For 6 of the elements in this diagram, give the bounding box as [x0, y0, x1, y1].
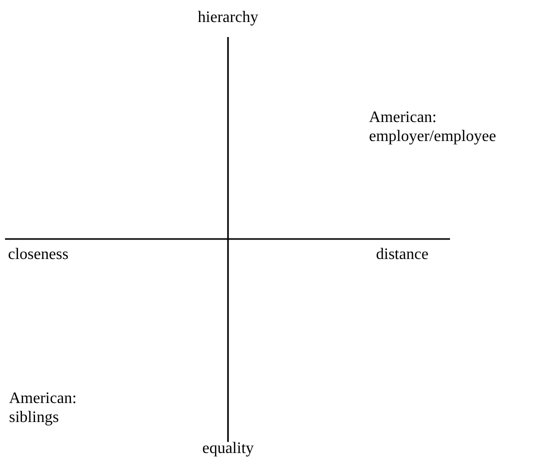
axis-label: distance [376, 245, 428, 264]
axis-label: American: siblings [9, 389, 78, 427]
axis-label: closeness [8, 245, 68, 264]
axis-label: hierarchy [196, 8, 260, 27]
axis-label: equality [201, 439, 255, 458]
axis-label: American: employer/employee [369, 108, 498, 146]
